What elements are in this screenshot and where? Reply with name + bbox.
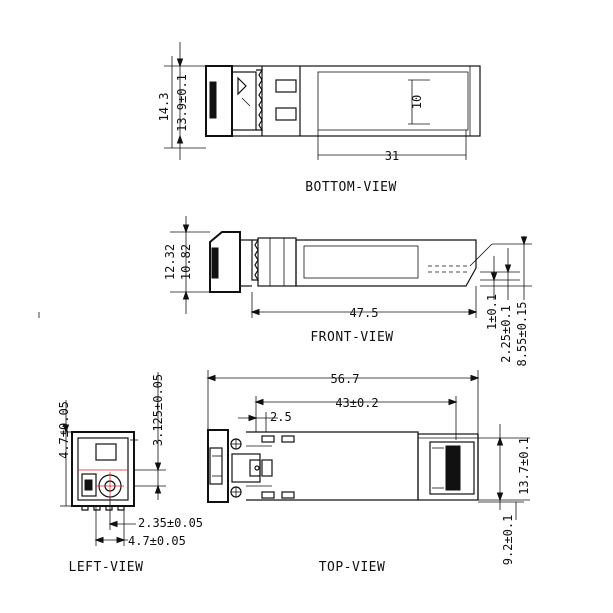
front-view-title: FRONT-VIEW	[310, 330, 393, 345]
front-length: 47.5	[350, 306, 379, 320]
front-height-latch: 12.32	[163, 244, 177, 280]
top-connector-offset: 9.2±0.1	[501, 515, 515, 566]
top-overall-length: 56.7	[331, 372, 360, 386]
left-port-center: 3.125±0.05	[151, 374, 165, 446]
bottom-view-title: BOTTOM-VIEW	[305, 180, 397, 195]
left-offset-x: 2.35±0.05	[138, 516, 203, 530]
front-view: 12.32 10.82 47.5 1±0.1 2.25±0.1 8.55±0.1…	[163, 216, 532, 367]
left-width: 4.7±0.05	[128, 534, 186, 548]
bottom-height-overall: 14.3	[157, 93, 171, 122]
left-view: 4.7±0.05 3.125±0.05 2.35±0.05 4.7±0.05 L…	[57, 372, 203, 575]
top-latch-offset: 2.5	[270, 410, 292, 424]
front-offset-3: 8.55±0.15	[515, 301, 529, 366]
top-view: 56.7 43±0.2 2.5 13.7±0.1 9.2±0.1 TOP-VIE…	[206, 370, 531, 575]
top-connector-width: 13.7±0.1	[517, 437, 531, 495]
front-height-body: 10.82	[179, 244, 193, 280]
top-view-latch	[207, 429, 229, 503]
bottom-window-height: 10	[410, 95, 424, 109]
front-offset-2: 2.25±0.1	[499, 305, 513, 363]
top-body-length: 43±0.2	[335, 396, 378, 410]
left-height: 4.7±0.05	[57, 401, 71, 459]
bottom-view-body	[205, 65, 481, 137]
top-view-title: TOP-VIEW	[319, 560, 386, 575]
bottom-height-body: 13.9±0.1	[175, 74, 189, 132]
bottom-view: 14.3 13.9±0.1 10 31 BOTTOM-VIEW	[157, 42, 481, 195]
front-offset-1: 1±0.1	[485, 294, 499, 330]
left-view-title: LEFT-VIEW	[69, 560, 144, 575]
bottom-window-length: 31	[385, 149, 399, 163]
